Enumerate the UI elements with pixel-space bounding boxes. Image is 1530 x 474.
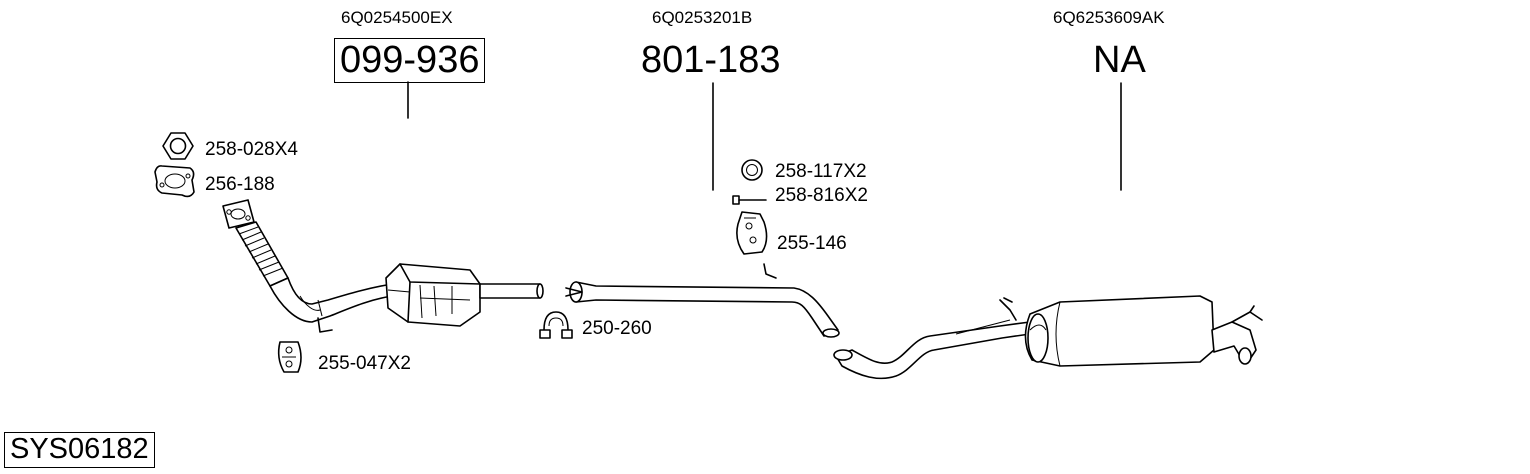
front-pipe-catalytic-converter[interactable] xyxy=(222,199,544,333)
part-number-rear[interactable]: NA xyxy=(1093,39,1146,81)
label-nut[interactable]: 258-028X4 xyxy=(205,139,298,160)
hex-nut-icon[interactable] xyxy=(162,132,194,160)
pipe-clamp-icon[interactable] xyxy=(539,311,573,339)
sealing-ring-icon[interactable] xyxy=(741,159,763,181)
rubber-mount-mid-icon[interactable] xyxy=(736,211,768,255)
middle-pipe[interactable] xyxy=(565,263,840,338)
part-number-front[interactable]: 099-936 xyxy=(334,38,486,83)
label-gasket[interactable]: 256-188 xyxy=(205,174,275,195)
rubber-mount-icon[interactable] xyxy=(277,341,302,373)
system-code: SYS06182 xyxy=(4,432,155,468)
label-clamp[interactable]: 250-260 xyxy=(582,318,652,339)
bolt-icon[interactable] xyxy=(732,195,767,205)
oe-number-middle: 6Q0253201B xyxy=(652,8,753,27)
label-bolt[interactable]: 258-816X2 xyxy=(775,185,868,206)
part-number-middle[interactable]: 801-183 xyxy=(641,39,781,81)
rear-silencer[interactable] xyxy=(833,295,1263,380)
label-rubber-mount-mid[interactable]: 255-146 xyxy=(777,233,847,254)
label-rubber-mount-front[interactable]: 255-047X2 xyxy=(318,353,411,374)
oe-number-front: 6Q0254500EX xyxy=(341,8,453,27)
oe-number-rear: 6Q6253609AK xyxy=(1053,8,1165,27)
gasket-icon[interactable] xyxy=(154,165,195,198)
label-ring[interactable]: 258-117X2 xyxy=(775,161,867,182)
